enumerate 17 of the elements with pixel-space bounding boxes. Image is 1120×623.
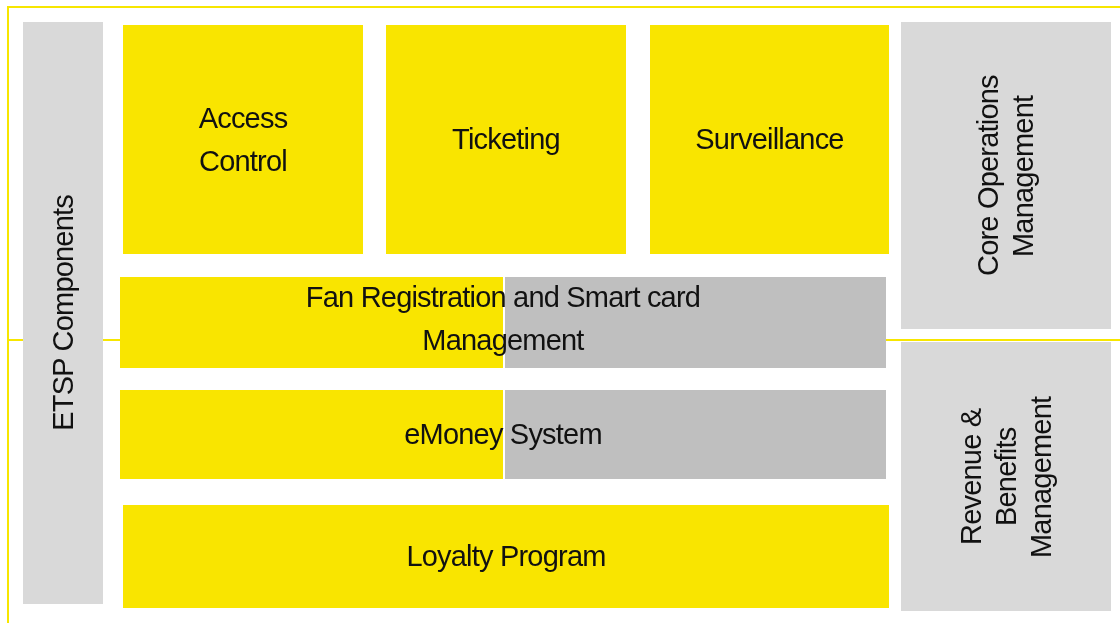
component-label: Surveillance: [695, 122, 844, 158]
component-label: eMoney System: [404, 417, 602, 453]
component-label: Ticketing: [452, 122, 560, 158]
component-box: [123, 505, 889, 608]
component-label: Loyalty Program: [406, 539, 606, 575]
component-box: [120, 390, 886, 479]
component-box: [120, 277, 886, 368]
component-box: [123, 25, 363, 254]
side-panel: [901, 342, 1111, 611]
component-label: Access Control: [197, 101, 289, 179]
panel-label: Core Operations Management: [971, 74, 1040, 278]
side-panel: [901, 22, 1111, 329]
side-panel: [23, 22, 103, 604]
panel-label: Revenue & Benefits Management: [953, 394, 1058, 560]
panel-label: ETSP Components: [45, 195, 80, 431]
component-box: [386, 25, 626, 254]
component-box: [650, 25, 889, 254]
